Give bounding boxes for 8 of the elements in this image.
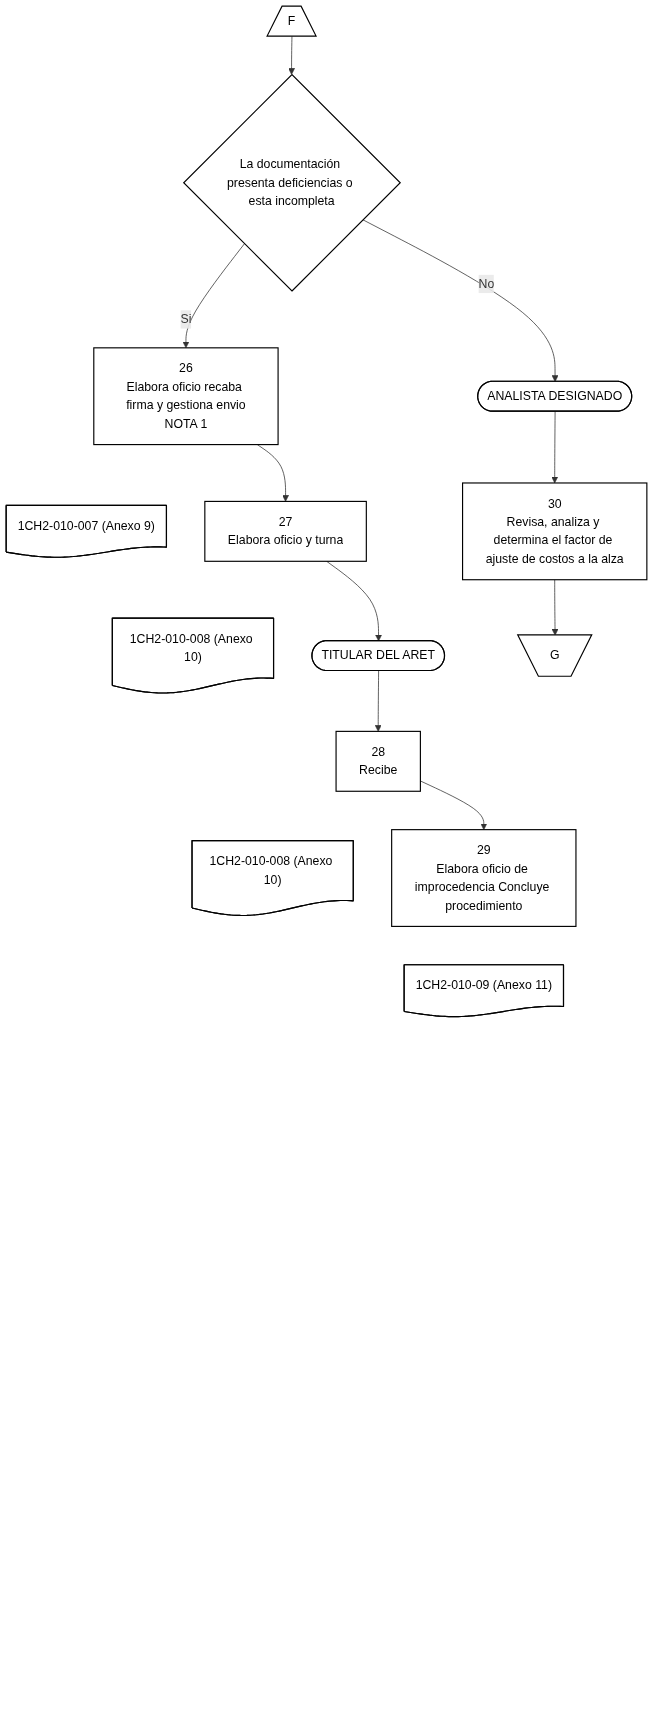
node-box: 30 Revisa, analiza y determina el factor de ajuste de costos a la alza: [462, 482, 648, 581]
edge-label: Si: [180, 312, 192, 326]
node-box: 27 Elabora oficio y turna: [204, 500, 367, 562]
node-box: 29 Elabora oficio de improcedencia Concluye procedimiento: [391, 829, 577, 927]
node-diamond: La documentación presenta deficiencias o esta incompleta: [182, 73, 402, 292]
node-box: 26 Elabora oficio recaba firma y gestiona envio NOTA 1: [93, 347, 279, 446]
node-box: 28 Recibe: [335, 730, 421, 792]
edge-label: No: [478, 277, 495, 291]
